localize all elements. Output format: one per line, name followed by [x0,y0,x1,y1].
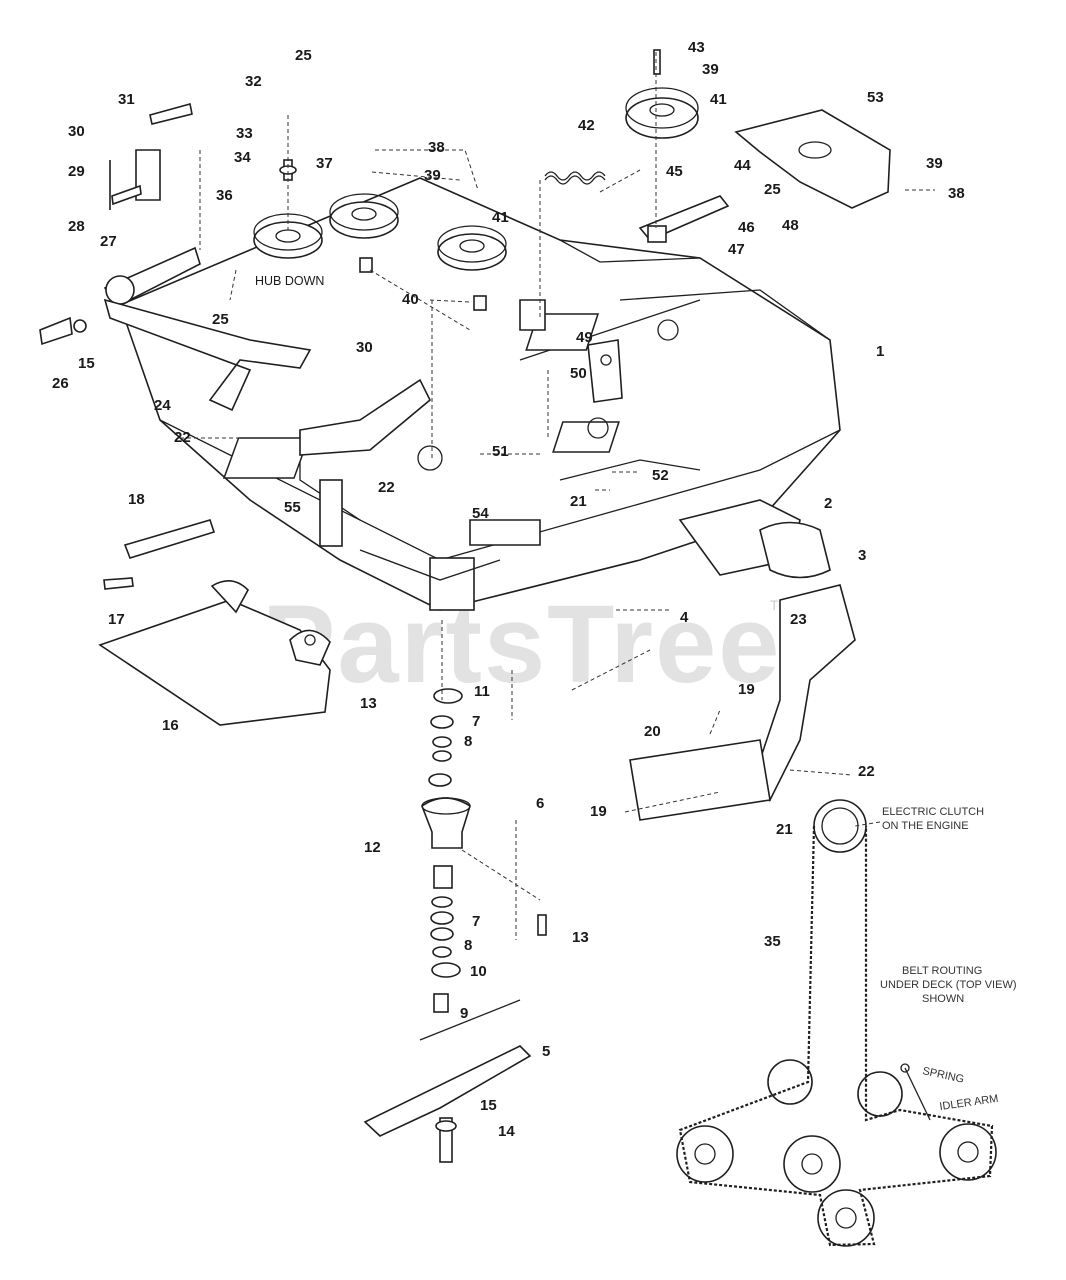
callout-3: 3 [858,547,866,564]
spindle-assembly-drawing [363,688,547,1163]
callout-33: 33 [236,125,253,142]
callout-8: 8 [464,733,472,750]
callout-21: 21 [570,493,587,510]
callout-32: 32 [245,73,262,90]
callout-37: 37 [316,155,333,172]
callout-7: 7 [472,913,480,930]
leader-lines [180,52,935,940]
callout-8: 8 [464,937,472,954]
callout-39: 39 [424,167,441,184]
callout-22: 22 [174,429,191,446]
callout-29: 29 [68,163,85,180]
callout-31: 31 [118,91,135,108]
note-belt-routing-line3: SHOWN [922,993,964,1005]
callout-36: 36 [216,187,233,204]
callout-25: 25 [764,181,781,198]
callout-42: 42 [578,117,595,134]
callout-13: 13 [572,929,589,946]
callout-53: 53 [867,89,884,106]
callout-4: 4 [680,609,689,626]
callout-51: 51 [492,443,509,460]
callout-45: 45 [666,163,683,180]
callout-50: 50 [570,365,587,382]
callout-40: 40 [402,291,419,308]
callout-48: 48 [782,217,799,234]
pulleys-drawing [253,49,699,311]
note-idler-arm: IDLER ARM [939,1093,999,1113]
callout-41: 41 [710,91,727,108]
callout-52: 52 [652,467,669,484]
callout-24: 24 [154,397,171,414]
note-hub-down: HUB DOWN [255,274,324,288]
callout-44: 44 [734,157,751,174]
callout-16: 16 [162,717,179,734]
callout-10: 10 [470,963,487,980]
callout-7: 7 [472,713,480,730]
callout-15: 15 [480,1097,497,1114]
callout-38: 38 [428,139,445,156]
callout-1: 1 [876,343,884,360]
callout-5: 5 [542,1043,550,1060]
callout-12: 12 [364,839,381,856]
callout-22: 22 [378,479,395,496]
callout-26: 26 [52,375,69,392]
note-spring: SPRING [921,1065,965,1086]
callout-35: 35 [764,933,781,950]
belt-routing-drawing [676,799,997,1247]
callout-13: 13 [360,695,377,712]
note-clutch-line1: ELECTRIC CLUTCH [882,806,984,818]
callout-39: 39 [926,155,943,172]
callout-54: 54 [472,505,489,522]
callout-17: 17 [108,611,125,628]
callout-25: 25 [295,47,312,64]
callout-21: 21 [776,821,793,838]
callout-47: 47 [728,241,745,258]
note-belt-routing-line2: UNDER DECK (TOP VIEW) [880,979,1017,991]
callout-41: 41 [492,209,509,226]
callout-22: 22 [858,763,875,780]
callout-6: 6 [536,795,544,812]
callout-14: 14 [498,1123,515,1140]
callouts: 43 39 41 53 25 32 31 30 33 34 29 38 39 4… [52,39,965,1140]
callout-55: 55 [284,499,301,516]
callout-9: 9 [460,1005,468,1022]
callout-2: 2 [824,495,832,512]
idler-assembly-drawing [519,109,891,403]
callout-28: 28 [68,218,85,235]
callout-25: 25 [212,311,229,328]
callout-18: 18 [128,491,145,508]
callout-20: 20 [644,723,661,740]
callout-38: 38 [948,185,965,202]
note-clutch-line2: ON THE ENGINE [882,820,969,832]
lift-arm-drawing [39,103,431,590]
watermark-text: PartsTree [262,583,781,706]
note-belt-routing-line1: BELT ROUTING [902,965,982,977]
callout-15: 15 [78,355,95,372]
callout-27: 27 [100,233,117,250]
callout-49: 49 [576,329,593,346]
callout-19: 19 [590,803,607,820]
callout-43: 43 [688,39,705,56]
callout-46: 46 [738,219,755,236]
callout-19: 19 [738,681,755,698]
callout-30: 30 [68,123,85,140]
callout-23: 23 [790,611,807,628]
callout-11: 11 [474,683,490,700]
callout-30: 30 [356,339,373,356]
callout-34: 34 [234,149,251,166]
shield-drawing [98,580,331,726]
callout-39: 39 [702,61,719,78]
